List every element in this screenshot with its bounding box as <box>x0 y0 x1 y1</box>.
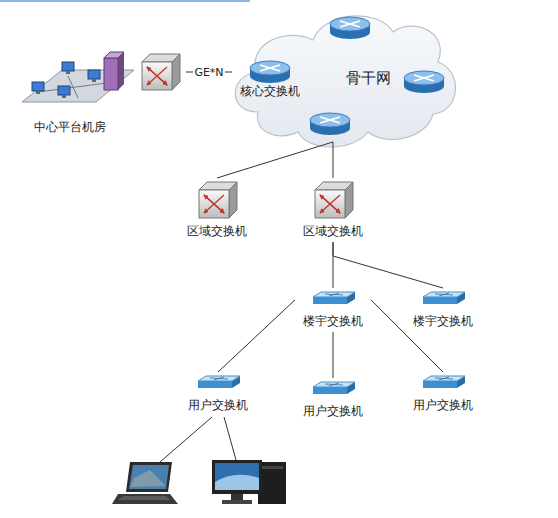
network-link <box>333 242 334 288</box>
switch-node: 中心平台机房 <box>18 40 186 140</box>
node-label: 用户交换机 <box>405 398 481 413</box>
switch-node: 区域交换机 <box>296 178 370 242</box>
node-label: 用户交换机 <box>180 398 256 413</box>
wire <box>224 417 236 460</box>
desktop <box>212 460 286 504</box>
network-link <box>333 332 334 378</box>
node-label: 骨干网 <box>328 71 408 86</box>
switch-node: 用户交换机 <box>295 378 371 422</box>
node-label: 核心交换机 <box>232 84 308 99</box>
switch-node: 楼宇交换机 <box>405 288 481 332</box>
network-cloud: 骨干网核心交换机 <box>228 2 458 152</box>
link-label: GE*N <box>193 66 224 79</box>
switch-node: 核心交换机 <box>232 54 308 102</box>
network-link <box>371 300 443 372</box>
network-link <box>333 242 443 288</box>
node-label: 区域交换机 <box>296 224 370 239</box>
node-label: 区域交换机 <box>182 224 252 239</box>
switch-node: 用户交换机 <box>180 372 256 416</box>
node-label: 楼宇交换机 <box>295 314 371 329</box>
switch-node: 楼宇交换机 <box>295 288 371 332</box>
laptop <box>112 462 178 504</box>
network-link <box>217 142 333 178</box>
network-link <box>332 142 333 178</box>
wire <box>160 417 212 462</box>
node-label: 楼宇交换机 <box>405 314 481 329</box>
node-label: 中心平台机房 <box>18 120 122 135</box>
switch-node: 用户交换机 <box>405 372 481 416</box>
switch-node: 区域交换机 <box>182 178 252 242</box>
network-link <box>218 300 295 372</box>
node-label: 用户交换机 <box>295 404 371 419</box>
top-rule <box>0 0 250 2</box>
